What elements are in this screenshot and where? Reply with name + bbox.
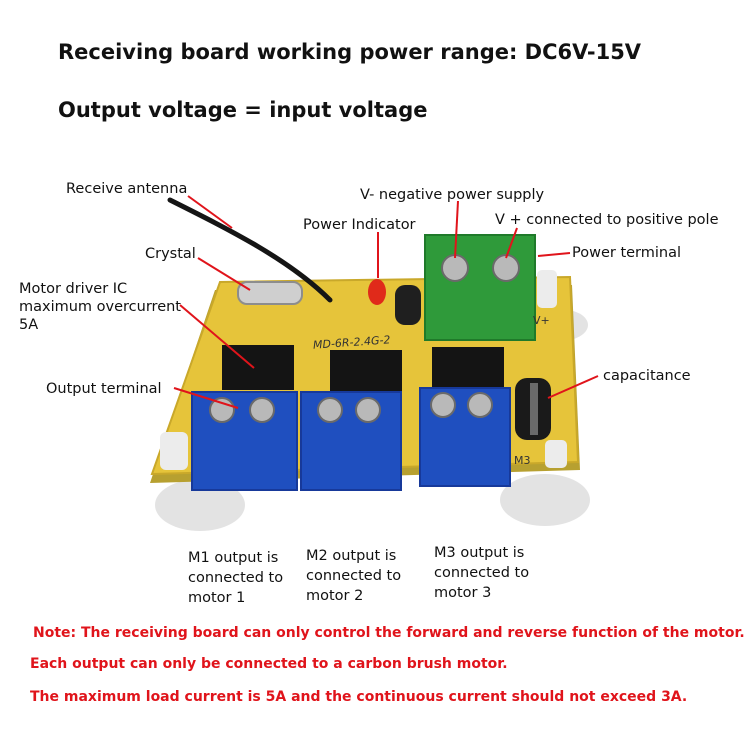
- label-crystal: Crystal: [145, 246, 196, 262]
- suction-cup-foot: [155, 479, 245, 531]
- standoff: [537, 270, 557, 308]
- driver-ic-3: [432, 347, 504, 392]
- v-plus-silkscreen: V+: [533, 314, 550, 327]
- standoff: [545, 440, 567, 468]
- suction-cup-foot: [500, 474, 590, 526]
- label-power-indicator: Power Indicator: [303, 217, 416, 233]
- label-m1-output: M1 output is connected to motor 1: [188, 550, 284, 606]
- note-max-current: The maximum load current is 5A and the c…: [30, 689, 688, 705]
- note-carbon-brush: Each output can only be connected to a c…: [30, 656, 508, 672]
- power-led: [368, 279, 386, 305]
- label-v-negative: V- negative power supply: [360, 187, 545, 203]
- output-terminal-m1: [191, 391, 298, 491]
- crystal-component: [237, 281, 303, 305]
- note-forward-reverse: Note: The receiving board can only contr…: [33, 625, 745, 641]
- small-capacitor: [395, 285, 421, 325]
- standoff: [160, 432, 188, 470]
- power-terminal-block: [424, 234, 536, 341]
- power-range-heading: Receiving board working power range: DC6…: [58, 40, 642, 64]
- output-voltage-heading: Output voltage = input voltage: [58, 98, 428, 122]
- driver-ic-2: [330, 350, 402, 395]
- antenna-wire: [167, 197, 333, 303]
- m3-silkscreen: M3: [514, 454, 531, 467]
- label-motor-driver-ic: Motor driver IC maximum overcurrent 5A: [19, 281, 181, 333]
- label-m2-output: M2 output is connected to motor 2: [306, 548, 402, 604]
- label-capacitance: capacitance: [603, 368, 691, 384]
- output-terminal-m2: [300, 391, 402, 491]
- driver-ic-1: [222, 345, 294, 390]
- label-output-terminal: Output terminal: [46, 381, 162, 397]
- label-power-terminal: Power terminal: [572, 245, 682, 261]
- label-receive-antenna: Receive antenna: [66, 181, 188, 197]
- label-m3-output: M3 output is connected to motor 3: [434, 545, 530, 601]
- label-v-positive: V + connected to positive pole: [495, 212, 719, 228]
